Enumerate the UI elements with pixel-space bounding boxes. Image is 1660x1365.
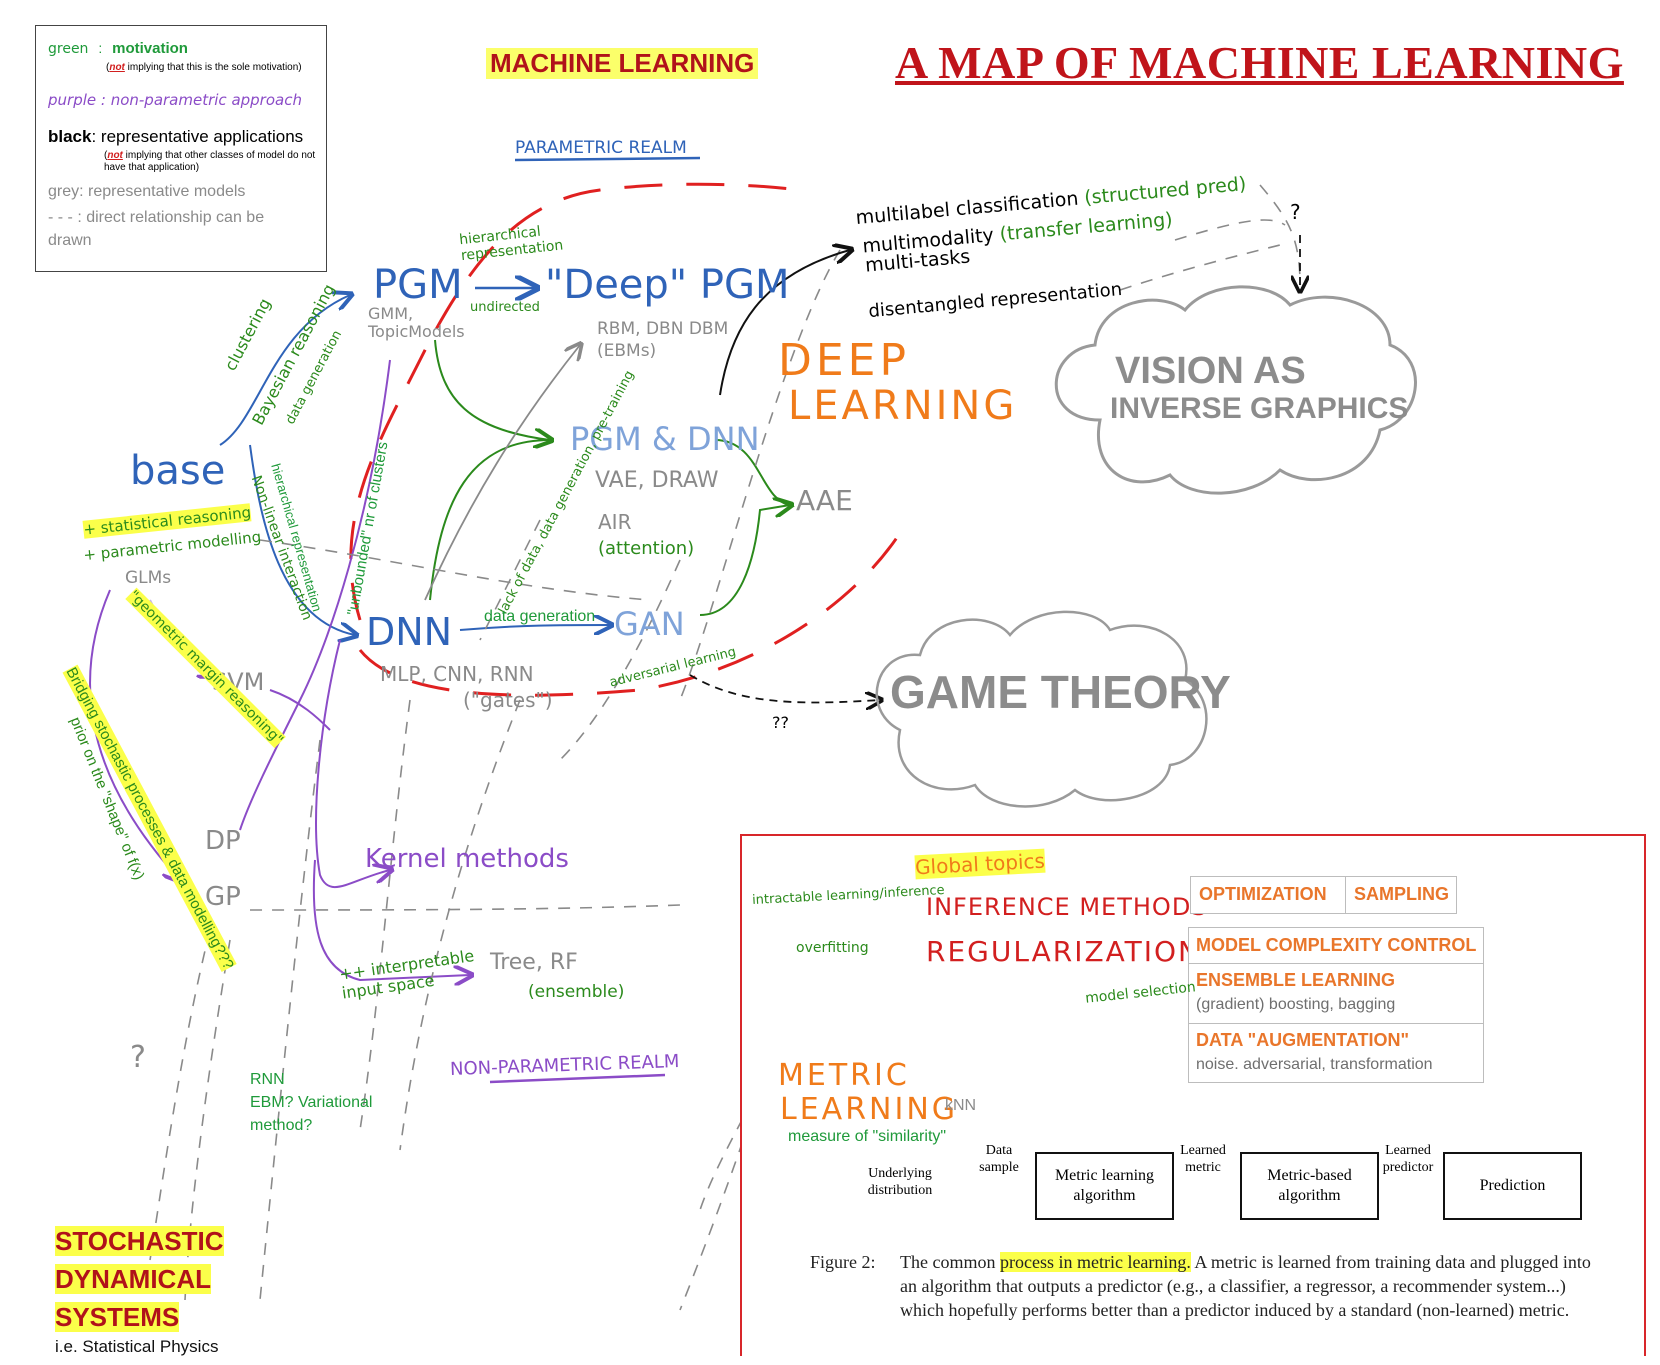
legend-purple: purple : non-parametric approach xyxy=(48,91,302,109)
flow-learned-predictor: Learned predictor xyxy=(1382,1143,1434,1175)
legend-black: black: representative applications xyxy=(48,127,303,147)
pgm-dnn-models-3: (attention) xyxy=(598,538,695,559)
legend-black-note-not: not xyxy=(107,150,123,161)
similarity-label: measure of "similarity" xyxy=(788,1128,947,1145)
legend-green-note-rest: implying that this is the sole motivatio… xyxy=(124,62,302,73)
legend-green-key: green xyxy=(48,41,89,57)
caption-body: The common process in metric learning. A… xyxy=(900,1250,1600,1322)
deep-learning-label-1: DEEP xyxy=(778,335,911,386)
legend-black-key: black xyxy=(48,127,92,146)
cloud-vision xyxy=(1054,285,1417,495)
optimization-label: OPTIMIZATION xyxy=(1199,884,1327,904)
flow-metric-based: Metric-based algorithm xyxy=(1240,1152,1379,1220)
rnn-note-3: method? xyxy=(250,1117,313,1134)
pgm-dnn-models-2: AIR xyxy=(598,510,632,534)
node-pgm: PGM xyxy=(373,262,463,308)
knn-label: kNN xyxy=(945,1097,977,1114)
node-pgm-dnn: PGM & DNN xyxy=(570,420,760,458)
flow-metric-alg: Metric learning algorithm xyxy=(1035,1152,1174,1220)
augmentation-label: DATA "AUGMENTATION" xyxy=(1196,1030,1410,1050)
cell-model-complexity: MODEL COMPLEXITY CONTROL xyxy=(1188,927,1484,965)
legend-black-note-rest: implying that other classes of model do … xyxy=(104,150,316,173)
node-gan: GAN xyxy=(614,605,685,643)
node-tree-rf: Tree, RF xyxy=(490,950,578,975)
stochastic-2: DYNAMICAL xyxy=(55,1264,211,1294)
metric-learning-2: LEARNING xyxy=(780,1092,959,1127)
flow-underlying: Underlying distribution xyxy=(867,1166,933,1198)
rnn-note-1: RNN xyxy=(250,1071,285,1088)
stochastic-3: SYSTEMS xyxy=(55,1302,180,1332)
legend-green-note: (not implying that this is the sole moti… xyxy=(106,62,302,73)
stochastic-block: STOCHASTIC DYNAMICAL SYSTEMS xyxy=(55,1222,224,1336)
legend-green-text: motivation xyxy=(112,40,188,57)
vision-question: ? xyxy=(1290,200,1301,224)
flow-data-sample: Data sample xyxy=(979,1143,1019,1175)
cell-augmentation: DATA "AUGMENTATION" noise. adversarial, … xyxy=(1188,1023,1484,1083)
question-mark: ? xyxy=(130,1040,146,1075)
pgm-dnn-models-1: VAE, DRAW xyxy=(595,468,719,493)
node-dnn: DNN xyxy=(366,610,453,654)
model-complexity-label: MODEL COMPLEXITY CONTROL xyxy=(1196,935,1477,955)
flow-prediction: Prediction xyxy=(1443,1152,1582,1220)
inference-methods: INFERENCE METHODS xyxy=(926,893,1208,921)
node-base: base xyxy=(130,448,226,494)
cell-optimization: OPTIMIZATION xyxy=(1190,876,1347,914)
regularization: REGULARIZATION xyxy=(926,935,1201,968)
caption-highlight: process in metric learning. xyxy=(999,1252,1191,1272)
node-deep-pgm: "Deep" PGM xyxy=(545,262,790,308)
dnn-models-1: MLP, CNN, RNN xyxy=(380,662,534,686)
ensemble-sub: (gradient) boosting, bagging xyxy=(1196,996,1396,1013)
deep-learning-label-2: LEARNING xyxy=(788,383,1018,429)
machine-learning-tag: MACHINE LEARNING xyxy=(486,48,759,79)
stat-physics: i.e. Statistical Physics xyxy=(55,1337,219,1356)
caption-post: A metric is learned from training data a… xyxy=(900,1252,1591,1320)
flow-learned-metric: Learned metric xyxy=(1180,1143,1226,1175)
sampling-label: SAMPLING xyxy=(1354,884,1450,904)
ensemble-label: ENSEMBLE LEARNING xyxy=(1196,970,1396,990)
rnn-note: RNN EBM? Variational method? xyxy=(250,1068,372,1137)
ann-data-generation: data generation xyxy=(484,608,596,625)
double-question: ?? xyxy=(772,713,789,732)
legend: green : motivation (not implying that th… xyxy=(35,25,327,272)
legend-black-text: : representative applications xyxy=(91,127,304,146)
vision-label-2: INVERSE GRAPHICS xyxy=(1110,392,1409,425)
dnn-models-2: ("gates") xyxy=(463,688,553,712)
node-gp: GP xyxy=(205,882,241,912)
game-theory-label: GAME THEORY xyxy=(890,666,1231,718)
overfitting-trigger: overfitting xyxy=(796,940,869,956)
stochastic-1: STOCHASTIC xyxy=(55,1226,224,1256)
tree-rf-ensemble: (ensemble) xyxy=(528,982,625,1002)
page-title: A MAP OF MACHINE LEARNING xyxy=(895,37,1624,88)
vision-label-1: VISION AS xyxy=(1115,350,1306,392)
node-dp: DP xyxy=(205,826,241,856)
legend-black-note: (not implying that other classes of mode… xyxy=(104,150,316,173)
metric-learning-1: METRIC xyxy=(778,1058,910,1093)
caption-label: Figure 2: xyxy=(810,1252,876,1272)
legend-grey: grey: representative models xyxy=(48,183,246,200)
pgm-models: GMM, TopicModels xyxy=(368,304,465,341)
global-topics-panel xyxy=(740,834,1646,1356)
cloud-game-theory xyxy=(875,610,1208,808)
legend-green-sep: : xyxy=(98,40,103,56)
cell-sampling: SAMPLING xyxy=(1345,876,1457,914)
ann-undirected: undirected xyxy=(470,300,540,315)
node-kernel-methods: Kernel methods xyxy=(365,844,569,874)
deep-pgm-models: RBM, DBN DBM (EBMs) xyxy=(597,319,729,361)
augmentation-sub: noise. adversarial, transformation xyxy=(1196,1056,1433,1073)
caption-pre: The common xyxy=(900,1252,1000,1272)
cell-ensemble: ENSEMBLE LEARNING (gradient) boosting, b… xyxy=(1188,963,1484,1025)
parametric-realm-label: PARAMETRIC REALM xyxy=(515,138,687,158)
legend-dash: - - - : direct relationship can be drawn xyxy=(48,209,265,249)
node-glms: GLMs xyxy=(125,568,172,588)
rnn-note-2: EBM? Variational xyxy=(250,1094,373,1111)
legend-green-note-not: not xyxy=(109,62,125,73)
parametric-realm-boundary-bottom xyxy=(358,524,907,697)
node-aae: AAE xyxy=(796,484,853,517)
legend-green-row: green : motivation xyxy=(48,40,188,57)
parametric-realm-boundary xyxy=(349,182,801,621)
